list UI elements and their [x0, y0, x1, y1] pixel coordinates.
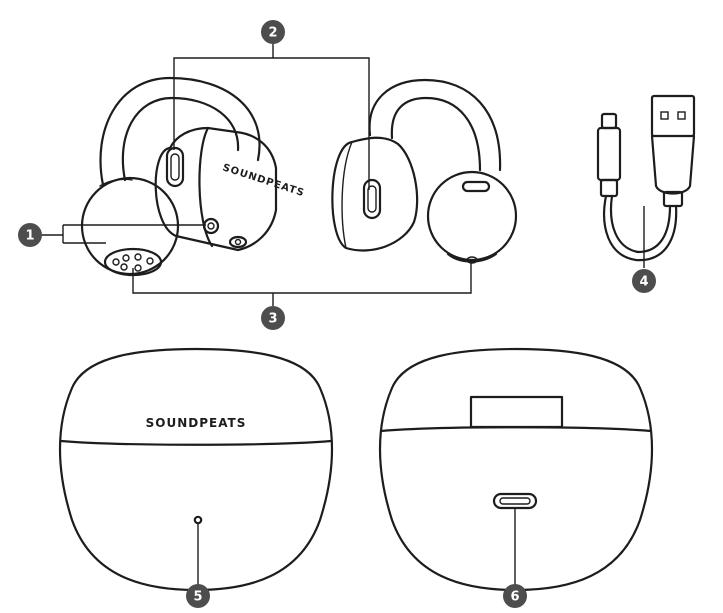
left-ear-hook: [99, 76, 261, 187]
case-front-seam: [59, 439, 333, 446]
callout-6-label: 6: [510, 590, 519, 605]
callout-5-label: 5: [193, 590, 202, 605]
case-back: [378, 347, 654, 592]
left-ear-hook-inner: [121, 96, 240, 182]
callout-5: 5: [186, 584, 210, 608]
right-touch-button: [362, 178, 382, 220]
callout-3-label: 3: [268, 312, 277, 327]
left-body: [154, 126, 278, 252]
left-speaker-sphere: [80, 176, 180, 276]
left-touch-button: [165, 146, 185, 188]
right-ear-hook: [368, 78, 502, 172]
charging-contact-bottom: [228, 235, 248, 249]
callout-6: 6: [503, 584, 527, 608]
charging-contact-top: [202, 217, 220, 235]
speaker-holes: [112, 253, 154, 272]
leader-lines: [42, 43, 645, 585]
right-body: [331, 136, 419, 252]
right-vent: [461, 180, 491, 193]
case-front: SOUNDPEATS: [58, 347, 334, 592]
callout-2: 2: [261, 20, 285, 44]
callout-4-label: 4: [639, 275, 648, 290]
right-speaker-sphere: [426, 170, 518, 262]
callout-2-label: 2: [268, 26, 277, 41]
right-earbud: [331, 78, 518, 264]
callout-4: 4: [632, 269, 656, 293]
callout-1: 1: [18, 223, 42, 247]
usb-a-housing: [650, 134, 696, 195]
usb-c-plug: [596, 126, 622, 182]
callout-1-label: 1: [25, 229, 34, 244]
case-brand: SOUNDPEATS: [146, 416, 247, 430]
case-back-outline: [378, 347, 654, 592]
case-front-outline: [58, 347, 334, 592]
right-ear-hook-inner: [390, 96, 482, 172]
left-earbud: SOUNDPEATS: [80, 76, 306, 277]
usb-a-plug: [650, 94, 696, 138]
left-body-brand: SOUNDPEATS: [221, 162, 306, 199]
usb-cable: [596, 94, 696, 262]
callout-3: 3: [261, 306, 285, 330]
cable-loop: [603, 194, 678, 262]
case-hinge: [469, 395, 564, 429]
usb-c-tip: [600, 112, 618, 130]
indicator-light: [193, 515, 203, 525]
left-body-face: [198, 126, 214, 248]
